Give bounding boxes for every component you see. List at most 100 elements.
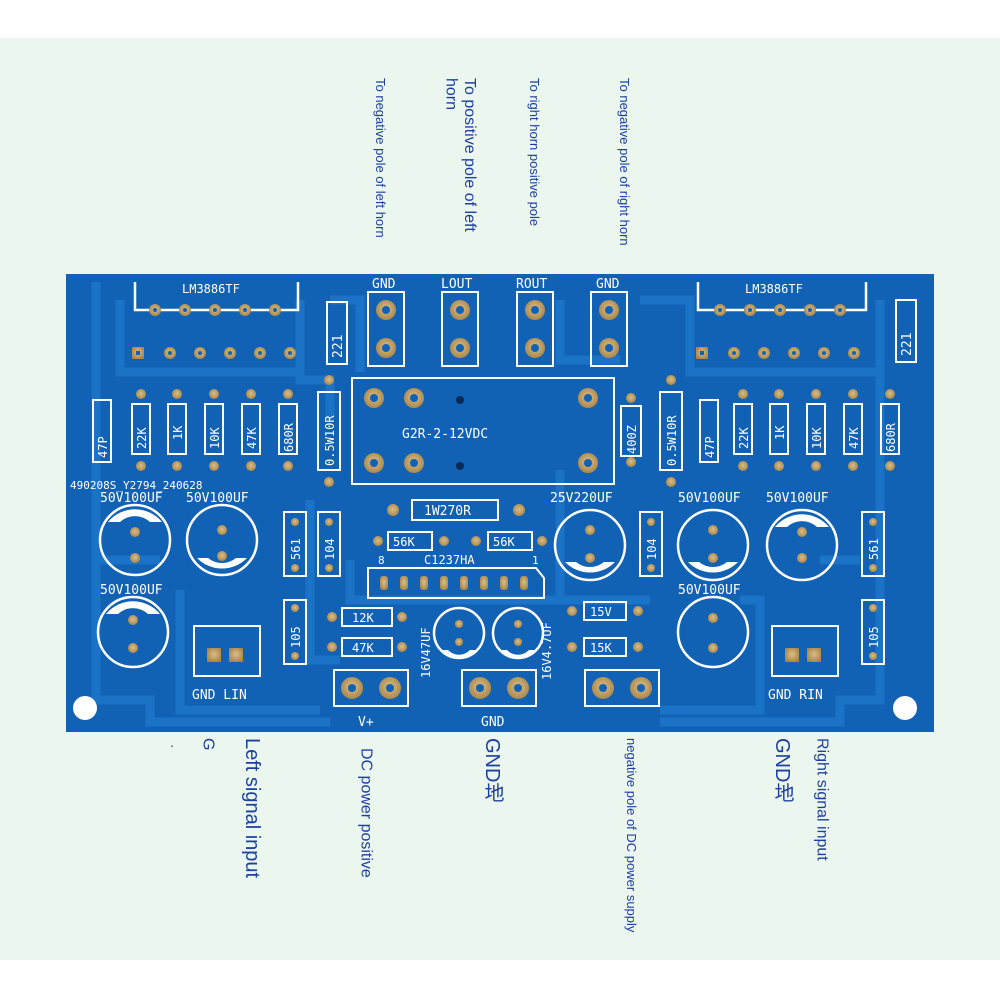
board-serial: 490208S_Y2794_240628 [70,479,202,492]
left-r-47p: 47P [96,436,110,458]
label-gnd-right: GND地 [771,738,793,803]
ic-center-pin1: 1 [532,554,539,567]
label-dc-positive: DC power positive [357,748,375,878]
power-terminal-gnd-label: GND [481,715,505,730]
ic-right-label: LM3886TF [745,282,803,296]
cap-right-3 [676,595,750,669]
resistor-15k-outline [583,637,627,657]
header-block-rout [516,291,554,367]
left-r-680r: 680R [282,422,296,452]
dot-mark: . [170,734,174,750]
left-r-10k: 10K [208,427,222,449]
ic-center-pin8: 8 [378,554,385,567]
left-r-47k: 47K [245,427,259,449]
cap-right-2 [765,508,839,582]
label-left-horn-positive: To positive pole of left horn [442,78,478,237]
cap-left-1-label: 50V100UF [100,491,163,506]
relay-footprint [351,377,615,485]
cap-left-2 [185,503,259,577]
resistor-400z-outline [620,405,642,457]
resistor-15k-label: 15K [590,641,612,655]
right-r-47k: 47K [847,427,861,449]
header-label-rout: ROUT [516,277,547,292]
cap-right-3-label: 50V100UF [678,583,741,598]
cap-right-2-label: 50V100UF [766,491,829,506]
connector-lin-label: GND LIN [192,688,247,703]
header-label-gnd-left: GND [372,277,396,292]
resistor-400z-label: 400Z [625,425,639,454]
label-dc-negative: negative pole of DC power supply [624,738,639,933]
cap-105-right-outline [861,599,885,665]
cap-center [553,508,627,582]
header-block-lout [441,291,479,367]
header-block-gnd-right [590,291,628,367]
resistor-56k-b-outline [487,531,533,551]
relay-label: G2R-2-12VDC [402,427,488,442]
header-block-gnd-left [367,291,405,367]
resistor-221-left-label: 221 [331,335,346,358]
resistor-47k-label: 47K [352,641,374,655]
copper-traces [91,282,885,727]
resistor-12k-label: 12K [352,611,374,625]
right-r-680r: 680R [884,422,898,452]
cap-right-1-label: 50V100UF [678,491,741,506]
right-r-10k: 10K [810,427,824,449]
cap-right-1 [676,508,750,582]
cap-left-1 [98,503,172,577]
left-r-1k: 1K [171,425,185,440]
right-resistor-row [699,389,900,471]
connector-rin-label: GND RIN [768,688,823,703]
label-left-horn-negative: To negative pole of left horn [372,78,388,238]
ic-center-outline [367,567,545,599]
power-terminal-vplus [333,669,409,707]
cap-center-label: 25V220UF [550,491,613,506]
cap-16v4-7uf-label: 16V4.7UF [540,622,554,680]
label-g-mark: G [199,738,217,751]
right-r-1k: 1K [773,425,787,440]
label-right-horn-negative: To negative pole of right horn [617,78,632,246]
resistor-12k-outline [341,607,393,627]
zener-15v-outline [583,601,627,621]
resistor-221-right-label: 221 [900,333,915,356]
resistor-47k-outline [341,637,393,657]
resistor-221-right-outline [895,299,917,363]
label-right-signal-input: Right signal input [813,738,831,861]
power-terminal-vplus-label: V+ [358,715,374,730]
cap-561-right-label: 561 [867,538,881,560]
resistor-56k-b-label: 56K [493,535,515,549]
resistor-05w-right-outline [659,391,683,471]
resistor-05w-right-label: 0.5W10R [665,415,679,466]
cap-16v4-7uf [491,606,545,660]
header-label-gnd-right: GND [596,277,620,292]
ic-left-label: LM3886TF [182,282,240,296]
header-label-lout: LOUT [441,277,472,292]
ic-right-pins [696,304,860,359]
power-terminal-vminus [584,669,660,707]
cap-16v47uf-label: 16V47UF [419,627,433,678]
cap-left-3-label: 50V100UF [100,583,163,598]
resistor-05w-left-label: 0.5W10R [323,415,337,466]
cap-16v47uf [432,606,486,660]
resistor-56k-a-label: 56K [393,535,415,549]
cap-104-right-outline [639,511,663,577]
power-terminal-gnd [461,669,537,707]
right-r-22k: 22K [737,427,751,449]
cap-left-2-label: 50V100UF [186,491,249,506]
label-right-horn-positive: To right horn positive pole [526,78,542,227]
label-gnd-left: GND地 [481,738,503,803]
cap-104-left-outline [317,511,341,577]
right-r-47p: 47P [703,436,717,458]
ic-center-label: C1237HA [424,553,475,567]
resistor-56k-a-outline [387,531,433,551]
resistor-221-left-outline [326,301,348,365]
resistor-05w-left-outline [317,391,341,471]
zener-15v-label: 15V [590,605,612,619]
resistor-1w270r-outline [411,499,499,521]
ic-center-pins [380,576,528,590]
cap-105-left-label: 105 [289,626,303,648]
cap-105-right-label: 105 [867,626,881,648]
cap-561-left-outline [283,511,307,577]
left-r-22k: 22K [135,427,149,449]
left-resistor-row [92,389,298,471]
